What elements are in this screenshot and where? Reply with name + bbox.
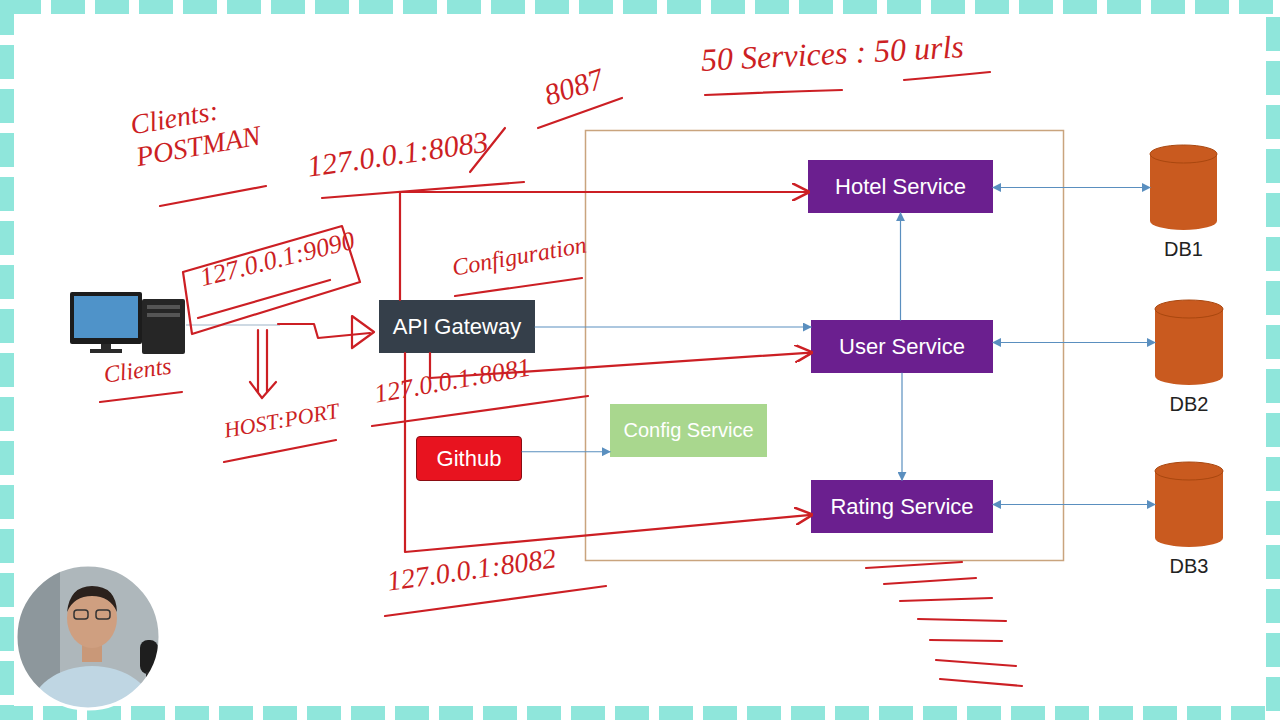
- presenter-glasses: [74, 610, 88, 619]
- cylinder-body: [1155, 309, 1223, 385]
- pc-drive: [147, 305, 180, 309]
- box-label: API Gateway: [393, 314, 521, 340]
- connector-arrow: [900, 213, 901, 320]
- hand-scribble: [866, 562, 1022, 686]
- connector-arrow: [993, 187, 1150, 188]
- pc-tower: [142, 299, 185, 354]
- address-label: 127.0.0.1:8082: [385, 542, 558, 598]
- hand-note: 8087: [540, 61, 608, 112]
- hand-double-arrow: [250, 330, 276, 398]
- repo-box: Github: [416, 436, 522, 481]
- microphone: [140, 640, 158, 674]
- config-box: Config Service: [610, 404, 767, 457]
- box-label: Rating Service: [830, 494, 973, 520]
- hand-underline: [904, 72, 990, 80]
- hand-arrow: [278, 324, 370, 338]
- database-label: DB1: [1164, 238, 1203, 261]
- database-cylinder: DB3: [1155, 462, 1223, 547]
- cylinder-shape: [1155, 300, 1223, 385]
- presenter-glasses: [96, 610, 110, 619]
- database-label: DB2: [1170, 393, 1209, 416]
- box-label: User Service: [839, 334, 965, 360]
- monitor-frame: [70, 292, 142, 344]
- connector-arrow: [993, 342, 1155, 343]
- client-link: [186, 325, 280, 326]
- cylinder-top: [1150, 145, 1217, 163]
- connector-arrow: [993, 504, 1155, 505]
- address-label: 127.0.0.1:8081: [372, 353, 533, 410]
- hand-underline: [100, 392, 182, 402]
- presenter-hair: [67, 586, 117, 612]
- hand-arrow: [400, 192, 808, 300]
- box-label: Config Service: [623, 419, 753, 442]
- cylinder-body: [1155, 471, 1223, 547]
- box-label: Github: [437, 446, 502, 472]
- service-box: User Service: [811, 320, 993, 373]
- service-box: Hotel Service: [808, 160, 993, 213]
- cylinder-top: [1155, 462, 1223, 480]
- cylinder-shape: [1155, 462, 1223, 547]
- hand-underline: [224, 440, 336, 462]
- hand-underline: [160, 186, 266, 206]
- hand-box: [183, 226, 360, 334]
- hand-note: 50 Services : 50 urls: [700, 28, 965, 79]
- frame-border: [7, 7, 1273, 713]
- database-cylinder: DB2: [1155, 300, 1223, 385]
- gateway-box: API Gateway: [379, 300, 535, 353]
- cylinder-body: [1150, 154, 1217, 230]
- hand-underline: [322, 182, 524, 198]
- monitor-screen: [74, 296, 138, 338]
- hand-note: 127.0.0.1:9090: [197, 226, 358, 293]
- webcam-inset: [10, 560, 170, 720]
- service-box: Rating Service: [811, 480, 993, 533]
- connector-arrow: [535, 326, 811, 327]
- computer-icon: [70, 292, 280, 354]
- hand-note: Clients: [102, 353, 173, 390]
- connector-arrow: [522, 451, 610, 452]
- hand-underline: [705, 90, 842, 95]
- cylinder-top: [1155, 300, 1223, 318]
- system-boundary: [586, 131, 1064, 561]
- webcam-ring: [16, 565, 160, 709]
- hand-arrowhead: [352, 316, 374, 348]
- box-label: Hotel Service: [835, 174, 966, 200]
- hand-annotations: [100, 72, 1022, 686]
- pc-drive: [147, 313, 180, 317]
- connector-arrow: [901, 373, 902, 480]
- address-label: 127.0.0.1:8083: [305, 125, 491, 185]
- hand-note: Clients: POSTMAN: [128, 87, 272, 174]
- database-label: DB3: [1170, 555, 1209, 578]
- hand-underline: [455, 278, 582, 296]
- cylinder-shape: [1150, 145, 1217, 230]
- hand-note: Configuration: [450, 231, 589, 282]
- database-cylinder: DB1: [1150, 145, 1217, 230]
- hand-note: HOST:PORT: [222, 398, 341, 443]
- monitor-base: [90, 349, 122, 353]
